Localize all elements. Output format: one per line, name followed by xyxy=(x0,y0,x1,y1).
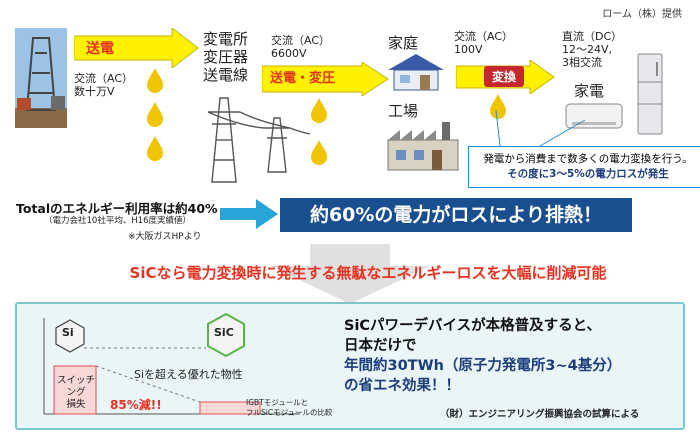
sic-claim: SiCパワーデバイスが本格普及すると、 日本だけで 年間約30TWh（原子力発電… xyxy=(344,318,622,394)
down-arrow xyxy=(270,244,430,304)
module-comparison-label: IGBTモジュールとフルSiCモジュールの比較 xyxy=(246,398,333,417)
efficiency-title: Totalのエネルギー利用率は約40% xyxy=(16,201,218,216)
reduction-label: 85%減!! xyxy=(110,398,162,412)
efficiency-source: ※大阪ガスHPより xyxy=(128,232,202,242)
factory-icon xyxy=(387,122,459,171)
loss-drops-icon xyxy=(147,68,163,161)
ac-high-voltage-label: 交流（AC）数十万V xyxy=(74,72,134,98)
power-tower-icon xyxy=(15,28,67,128)
efficiency-sub: （電力会社10社平均、H16度実績値） xyxy=(44,216,192,226)
ac-6600-label: 交流（AC）6600V xyxy=(271,34,331,60)
air-conditioner-icon xyxy=(565,103,623,129)
convert-badge: 変換 xyxy=(484,66,525,87)
switching-loss-label: スイッチング損失 xyxy=(56,375,95,410)
superior-properties-label: Siを超える優れた物性 xyxy=(134,368,243,381)
estimate-note: （財）エンジニアリング振興協会の試算による xyxy=(440,409,640,420)
dc-label: 直流（DC）12～24V,3相交流 xyxy=(562,30,623,69)
loss-banner: 約60%の電力がロスにより排熱！ xyxy=(280,198,632,232)
transmission-transform-arrow xyxy=(262,62,389,96)
callout-pointer xyxy=(495,109,586,147)
substation-label: 変電所 変圧器 送電線 xyxy=(203,30,249,84)
sic-label: SiC xyxy=(214,326,234,339)
loss-callout: 発電から消費まで数多くの電力変換を行う。 その度に3～5%の電力ロスが発生 xyxy=(468,146,700,188)
appliance-label: 家電 xyxy=(574,82,605,100)
house-icon xyxy=(388,54,444,91)
sic-benefit-panel xyxy=(15,302,685,430)
loss-drops-icon-3 xyxy=(490,94,506,119)
transmission-transform-label: 送電・変圧 xyxy=(270,71,336,86)
credit-text: ローム（株）提供 xyxy=(602,9,682,20)
result-arrow xyxy=(220,199,278,229)
ac-100-label: 交流（AC）100V xyxy=(454,30,514,56)
factory-label: 工場 xyxy=(388,102,419,120)
si-label: Si xyxy=(62,326,74,339)
si-sic-comparison-diagram xyxy=(43,312,300,415)
transmission-pylon-icon xyxy=(207,97,310,183)
sic-headline: SiCなら電力変換時に発生する無駄なエネルギーロスを大幅に削減可能 xyxy=(129,264,607,282)
loss-drops-icon-2 xyxy=(311,98,327,165)
transmission-arrow xyxy=(74,28,199,68)
refrigerator-icon xyxy=(637,53,663,135)
transmission-label: 送電 xyxy=(86,41,114,57)
home-label: 家庭 xyxy=(388,34,419,52)
